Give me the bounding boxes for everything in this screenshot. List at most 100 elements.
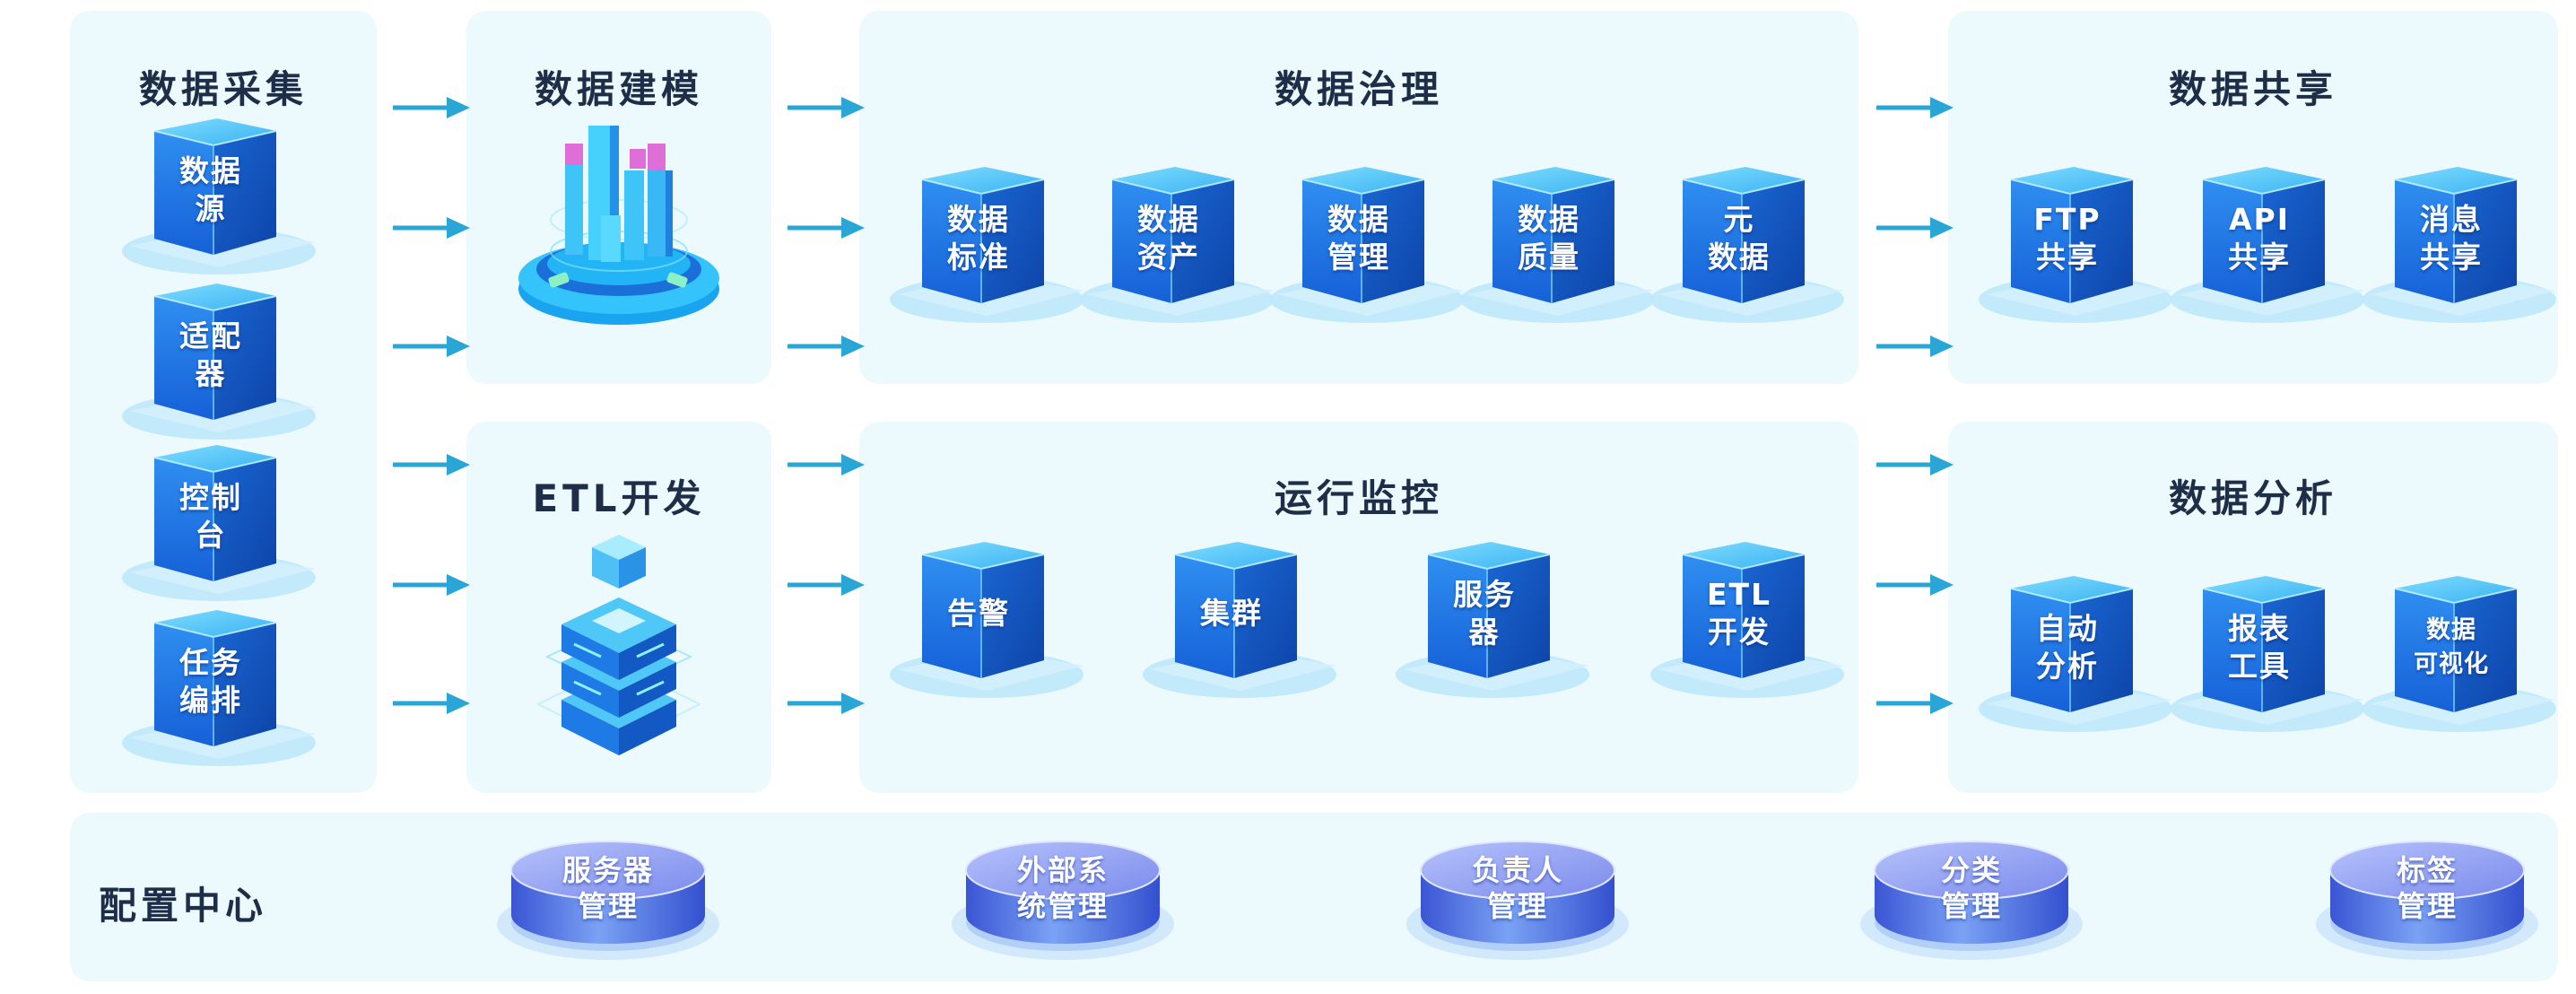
cube-label-line2: 资产 xyxy=(1137,240,1200,275)
cube-label-line1: 适配 xyxy=(179,318,242,353)
governance-item-3[interactable]: 数据质量 xyxy=(1457,149,1672,328)
analysis-item-0[interactable]: 自动分析 xyxy=(1975,558,2190,737)
cube-label-line1: 数据 xyxy=(1137,202,1200,237)
flow-arrow-icon xyxy=(788,451,866,478)
flow-arrow-icon xyxy=(393,571,472,598)
governance-item-0[interactable]: 数据标准 xyxy=(886,149,1101,328)
collect-item-0[interactable]: 数据源 xyxy=(118,100,334,280)
config-item-1[interactable]: 外部系统管理 xyxy=(946,829,1179,963)
sharing-item-2[interactable]: 消息共享 xyxy=(2359,149,2574,328)
config-item-2[interactable]: 负责人管理 xyxy=(1401,829,1634,963)
governance-item-1[interactable]: 数据资产 xyxy=(1076,149,1292,328)
cube-label-line2: 台 xyxy=(195,518,227,553)
cube-label: 消息共享 xyxy=(2398,188,2504,289)
cube-label: 任务编排 xyxy=(158,632,264,732)
cube-label-line1: 数据 xyxy=(179,153,242,188)
cube-label-line2: 管理 xyxy=(1327,240,1390,275)
governance-item-4[interactable]: 元数据 xyxy=(1647,149,1862,328)
monitor-item-1[interactable]: 集群 xyxy=(1139,524,1354,703)
config-item-label: 标签管理 xyxy=(2337,847,2517,929)
cube-label: 告警 xyxy=(926,563,1031,664)
cube-label-line1: 数据 xyxy=(1518,202,1580,237)
cube-label-line1: 服务 xyxy=(1453,577,1516,612)
modeling-title: 数据建模 xyxy=(534,67,703,111)
flow-arrow-icon xyxy=(1876,94,1955,121)
config-title: 配置中心 xyxy=(99,884,268,928)
cube-label-line1: FTP xyxy=(2033,202,2102,237)
governance-title: 数据治理 xyxy=(1274,67,1443,111)
cube-label: 数据质量 xyxy=(1496,188,1602,289)
flow-arrow-icon xyxy=(1876,571,1955,598)
analysis-title: 数据分析 xyxy=(2168,476,2337,520)
config-item-label-line1: 标签 xyxy=(2396,853,2458,887)
cube-label-line1: 数据 xyxy=(1327,202,1390,237)
cube-label-line1: 任务 xyxy=(179,645,242,680)
cube-label: 报表工具 xyxy=(2206,597,2312,698)
cube-label-line1: 告警 xyxy=(947,596,1010,631)
governance-item-2[interactable]: 数据管理 xyxy=(1266,149,1482,328)
cube-label-line2: 质量 xyxy=(1518,240,1580,275)
config-item-3[interactable]: 分类管理 xyxy=(1855,829,2088,963)
config-item-label-line1: 外部系 xyxy=(1016,853,1109,887)
cube-label-line1: 数据 xyxy=(2426,616,2476,644)
cube-label-line1: 控制 xyxy=(179,480,242,515)
cube-label-line2: 共享 xyxy=(2420,240,2483,275)
collect-title: 数据采集 xyxy=(138,67,308,111)
analysis-item-2[interactable]: 数据可视化 xyxy=(2359,558,2574,737)
cube-label: 控制台 xyxy=(158,466,264,567)
cube-label: 数据可视化 xyxy=(2398,597,2504,698)
cube-label: 自动分析 xyxy=(2015,597,2120,698)
cube-label-line1: 数据 xyxy=(947,202,1010,237)
cube-label-line1: 自动 xyxy=(2036,611,2099,646)
collect-item-3[interactable]: 任务编排 xyxy=(118,592,334,772)
cube-label-line1: 集群 xyxy=(1200,596,1263,631)
config-item-4[interactable]: 标签管理 xyxy=(2311,829,2544,963)
cube-label: 数据资产 xyxy=(1116,188,1222,289)
monitor-item-0[interactable]: 告警 xyxy=(886,524,1101,703)
config-item-label-line2: 管理 xyxy=(577,889,639,923)
collect-item-1[interactable]: 适配器 xyxy=(118,266,334,445)
cube-label-line2: 可视化 xyxy=(2414,650,2489,678)
flow-arrow-icon xyxy=(788,333,866,360)
city-platform-icon xyxy=(511,117,727,332)
flow-arrow-icon xyxy=(1876,333,1955,360)
sharing-title: 数据共享 xyxy=(2168,67,2337,111)
flow-arrow-icon xyxy=(393,333,472,360)
flow-arrow-icon xyxy=(1876,451,1955,478)
config-item-label: 负责人管理 xyxy=(1428,847,1607,929)
cube-label-line2: 数据 xyxy=(1708,240,1771,275)
cube-label-line2: 共享 xyxy=(2036,240,2099,275)
config-item-label-line1: 服务器 xyxy=(561,853,654,887)
cube-label: 集群 xyxy=(1179,563,1284,664)
cube-label: 服务器 xyxy=(1432,563,1537,664)
cube-label-line2: 共享 xyxy=(2228,240,2291,275)
server-stack-icon xyxy=(511,529,727,763)
cube-label-line1: ETL xyxy=(1706,577,1772,612)
flow-arrow-icon xyxy=(1876,690,1955,717)
config-item-0[interactable]: 服务器管理 xyxy=(492,829,725,963)
config-item-label-line1: 负责人 xyxy=(1471,853,1563,887)
flow-arrow-icon xyxy=(788,94,866,121)
config-item-label: 分类管理 xyxy=(1882,847,2061,929)
cube-label-line1: 报表 xyxy=(2228,611,2291,646)
config-item-label: 服务器管理 xyxy=(518,847,698,929)
etl-title: ETL开发 xyxy=(532,476,706,520)
analysis-item-1[interactable]: 报表工具 xyxy=(2167,558,2382,737)
flow-arrow-icon xyxy=(788,571,866,598)
cube-label: 数据标准 xyxy=(926,188,1031,289)
cube-label-line2: 器 xyxy=(1468,615,1501,650)
config-item-label-line2: 管理 xyxy=(2396,889,2458,923)
monitor-title: 运行监控 xyxy=(1274,476,1443,520)
flow-arrow-icon xyxy=(393,451,472,478)
flow-arrow-icon xyxy=(393,690,472,717)
monitor-item-2[interactable]: 服务器 xyxy=(1392,524,1607,703)
config-item-label-line2: 统管理 xyxy=(1016,889,1109,923)
collect-item-2[interactable]: 控制台 xyxy=(118,427,334,606)
config-panel xyxy=(70,813,2558,981)
config-item-label-line2: 管理 xyxy=(1940,889,2002,923)
